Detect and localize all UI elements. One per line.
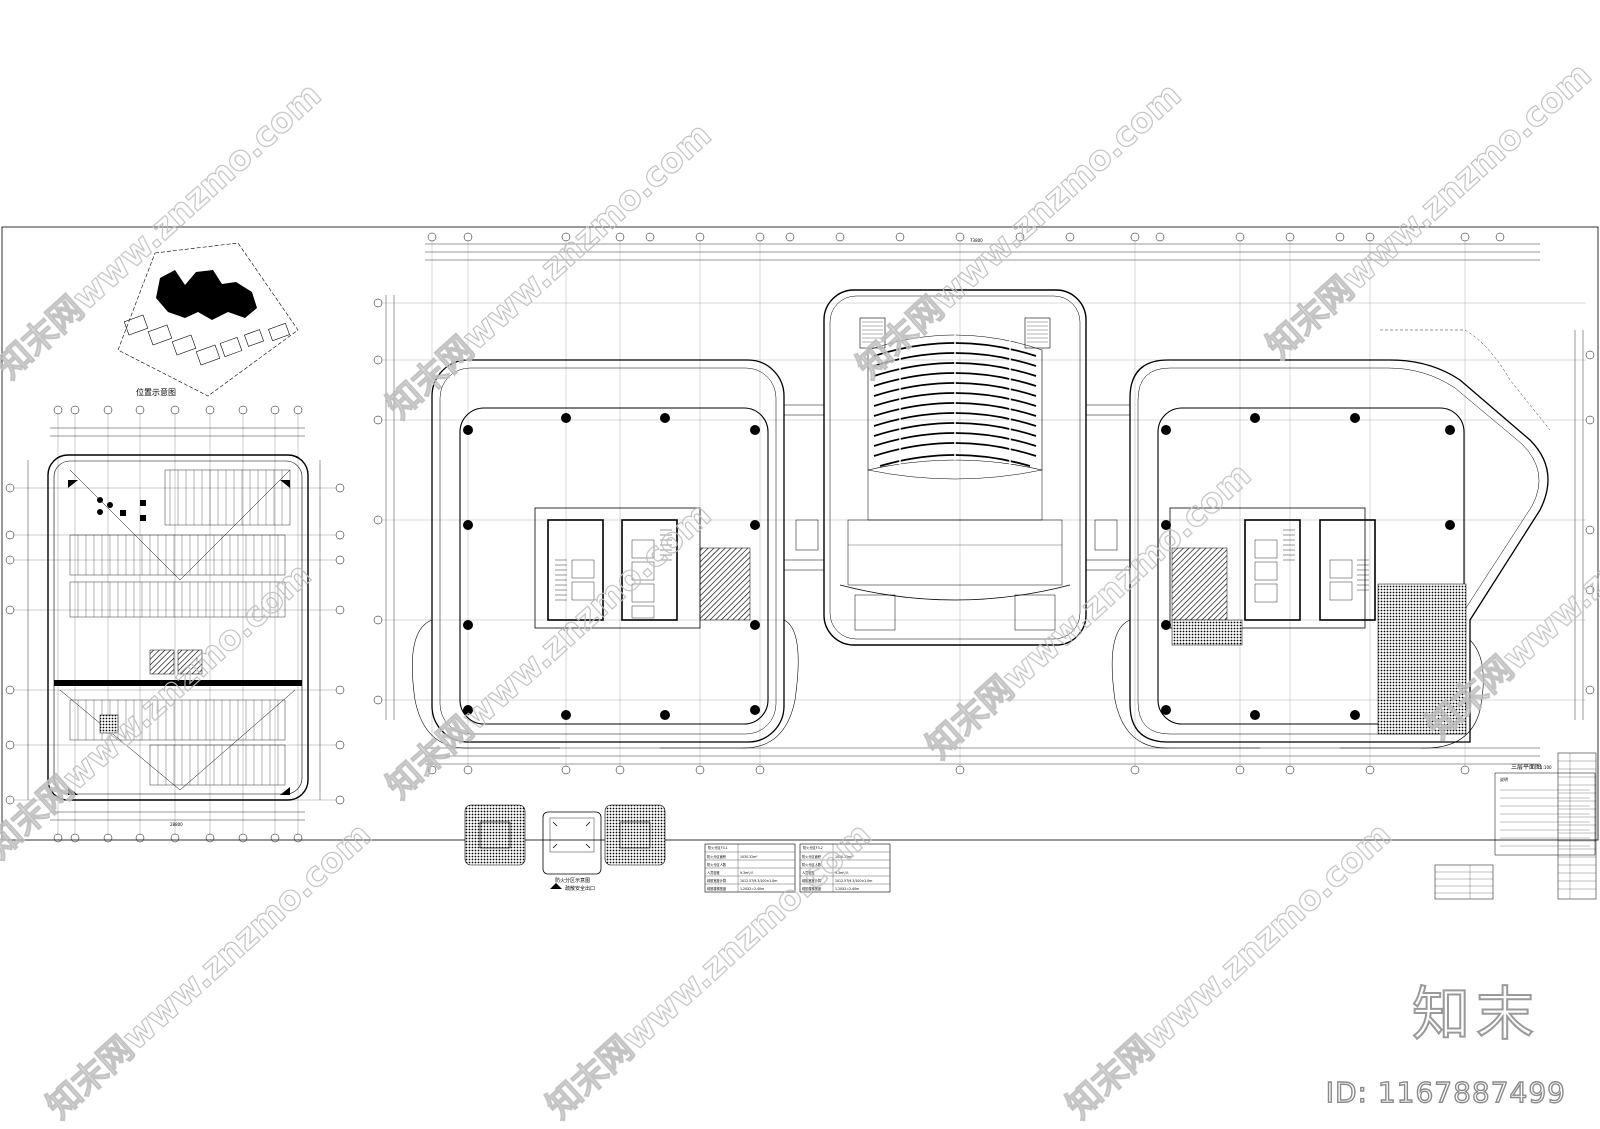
zone-table-2-row-label: 防火分区人数 bbox=[802, 862, 822, 867]
main-total-dimension: 73800 bbox=[970, 238, 983, 243]
watermark-text: 知末网www.znzmo.com bbox=[539, 815, 879, 1127]
exit-legend: 疏散安全出口 bbox=[565, 885, 595, 892]
zone-table-1-row-value: 1030.32m² bbox=[740, 855, 758, 859]
zone-table-2-row-label: 疏散楼梯宽度 bbox=[802, 886, 822, 891]
zone-table-1-row-label: 防火分区面积 bbox=[707, 854, 727, 859]
location-plan-title: 位置示意图 bbox=[136, 387, 176, 397]
zone-table-1-title: 防火分区F3-1 bbox=[708, 845, 728, 850]
sheet-border bbox=[1, 226, 1599, 841]
zone-table-1-row-value: 1.20X2=2.40m bbox=[740, 887, 764, 891]
left-plan bbox=[5, 405, 345, 843]
image-id-label: ID: 1167887499 bbox=[1325, 1075, 1566, 1109]
main-floor-plan bbox=[373, 232, 1597, 900]
location-plan bbox=[117, 242, 299, 397]
brand-logo-text: 知末 bbox=[1411, 979, 1540, 1049]
zone-table-1-row-label: 疏散宽度计算 bbox=[707, 878, 727, 883]
zone-table-2-row-label: 人员密度 bbox=[802, 870, 816, 875]
watermark-text: 知末网www.znzmo.com bbox=[379, 495, 719, 807]
zone-table-2-row-value: 1030.32m² bbox=[835, 855, 853, 859]
zone-table-1-row-value: 9.3m²/人 bbox=[740, 871, 755, 875]
left-total-dimension: 28800 bbox=[170, 822, 183, 827]
zone-table-1-row-label: 防火分区人数 bbox=[707, 862, 727, 867]
zone-table-2-row-value: 9.3m²/人 bbox=[835, 871, 850, 875]
zone-table-1: 防火分区F3-1 防火分区面积 1030.32m² 防火分区人数 人员密度 9.… bbox=[707, 845, 777, 891]
watermark-text: 知末网www.znzmo.com bbox=[0, 75, 329, 387]
zone-table-1-row-label: 疏散楼梯宽度 bbox=[707, 886, 727, 891]
floor-plan-scale: 1:100 bbox=[1540, 765, 1552, 770]
zone-table-2-title: 防火分区F3-2 bbox=[803, 845, 823, 850]
notes-title: 说明 bbox=[1500, 776, 1508, 782]
watermark-text: 知末网www.znzmo.com bbox=[1259, 55, 1599, 367]
zone-table-2-row-label: 防火分区面积 bbox=[802, 854, 822, 859]
watermark-layer: 知末网www.znzmo.com 知末网www.znzmo.com 知末网www… bbox=[0, 54, 1600, 1127]
zone-table-2: 防火分区F3-2 防火分区面积 1030.32m² 防火分区人数 人员密度 9.… bbox=[802, 845, 872, 891]
zone-table-2-row-value: 1012.57/9.3/100×1.0m bbox=[835, 879, 872, 883]
zone-table-1-row-label: 人员密度 bbox=[707, 870, 721, 875]
escape-diagram-title: 防火分区示意图 bbox=[555, 877, 590, 884]
watermark-text: 知末网www.znzmo.com bbox=[39, 815, 379, 1127]
zone-table-1-row-value: 1012.57/9.3/100×1.0m bbox=[740, 879, 777, 883]
watermark-text: 知末网www.znzmo.com bbox=[379, 115, 719, 427]
zone-table-2-row-value: 1.20X2=2.40m bbox=[835, 887, 859, 891]
floor-plan-title: 三层平面图 bbox=[1511, 764, 1541, 771]
zone-table-2-row-label: 疏散宽度计算 bbox=[802, 878, 822, 883]
watermark-text: 知末网www.znzmo.com bbox=[849, 75, 1189, 387]
